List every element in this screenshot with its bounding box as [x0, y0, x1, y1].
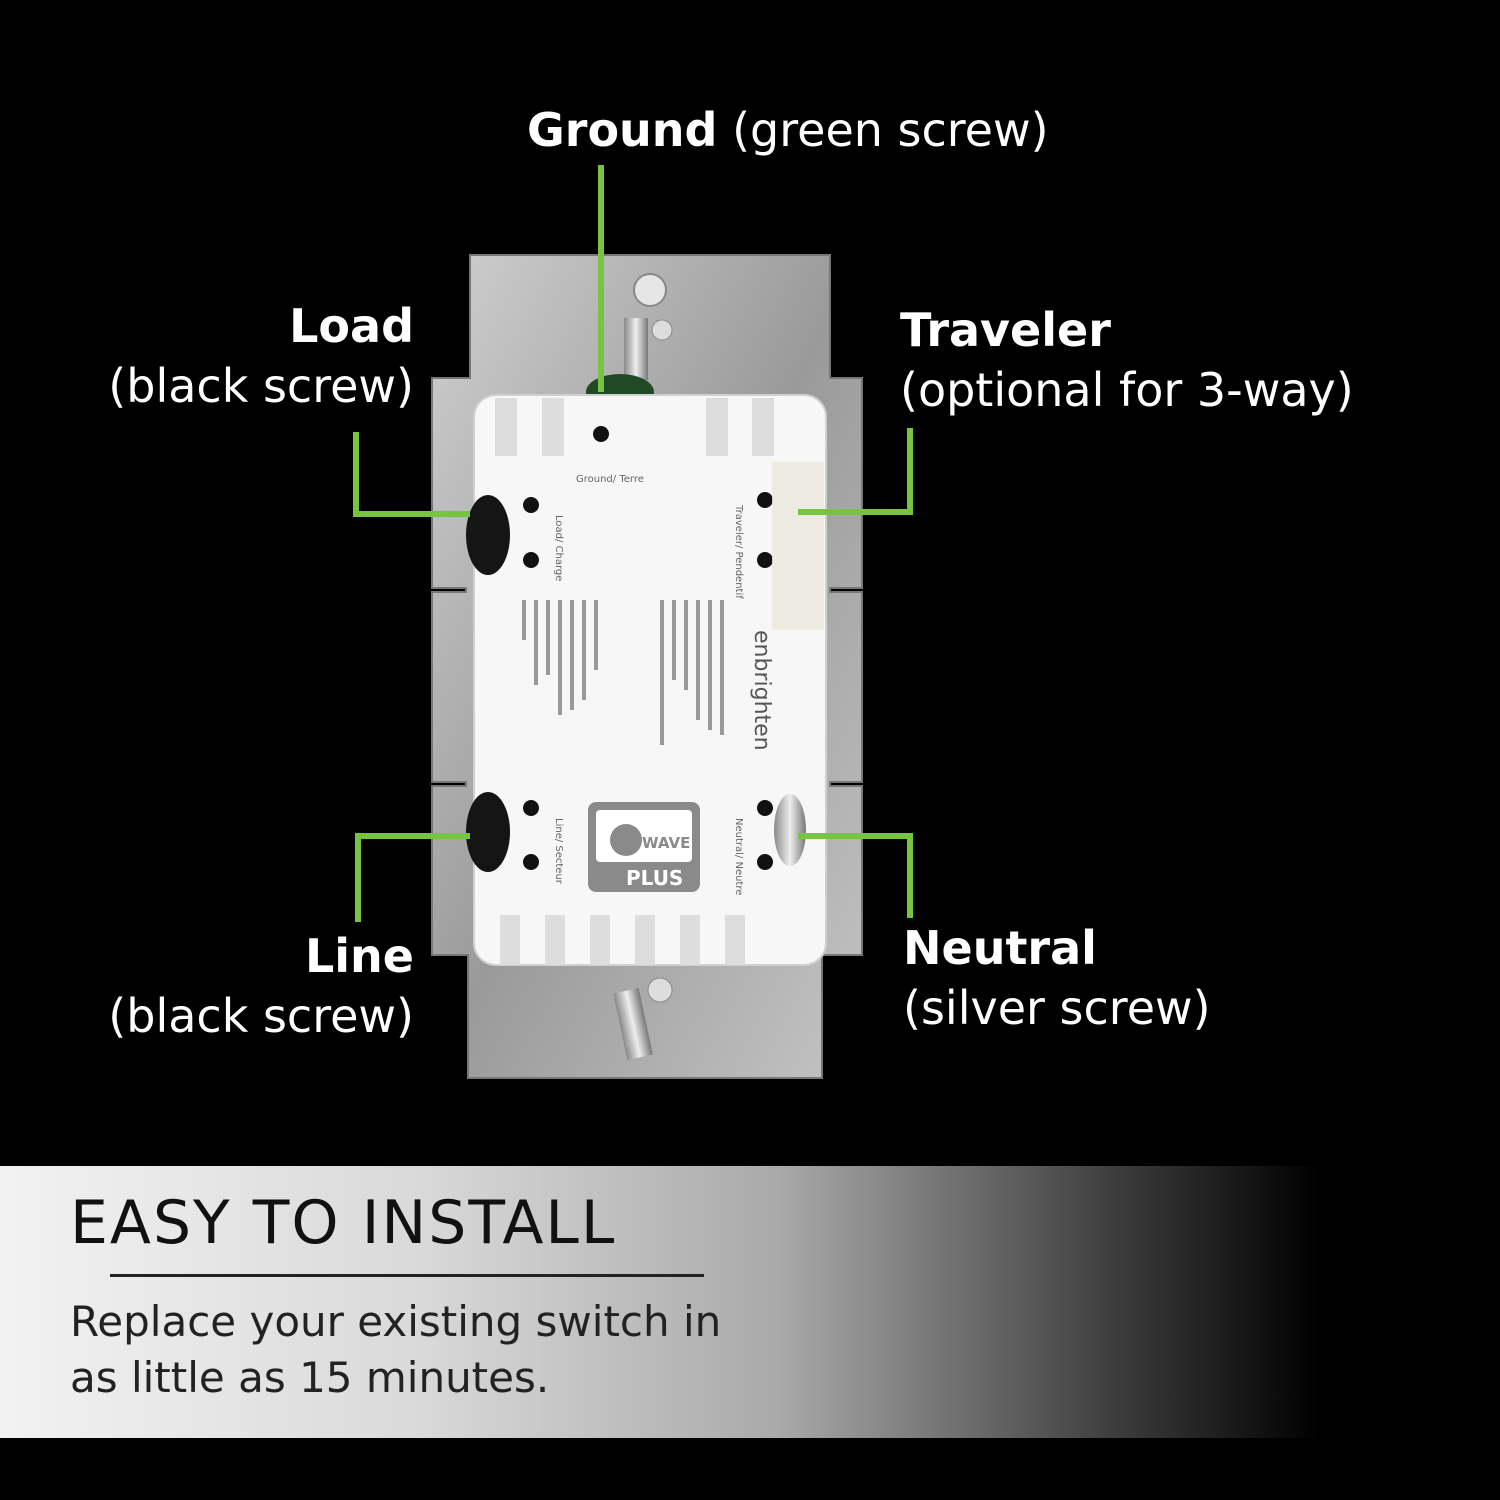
- terminal-holes: [523, 426, 773, 870]
- traveler-detail: (optional for 3-way): [900, 363, 1354, 417]
- neutral-callout-line: [798, 833, 913, 918]
- ground-label: Ground (green screw): [527, 100, 1049, 160]
- ground-title: Ground: [527, 103, 718, 157]
- device-fine-print: [522, 600, 724, 745]
- zwave-badge: WAVE PLUS: [588, 802, 700, 892]
- plate-hole: [651, 319, 673, 341]
- load-screw: [466, 495, 510, 575]
- load-detail: (black screw): [108, 359, 414, 413]
- line-title: Line: [304, 929, 414, 983]
- callout-lines: [353, 165, 913, 922]
- load-callout-line: [353, 432, 470, 517]
- neutral-detail: (silver screw): [903, 981, 1211, 1035]
- bottom-mount-screw: [613, 988, 653, 1060]
- traveler-label: Traveler (optional for 3-way): [900, 300, 1354, 420]
- terminal-neutral-label: Neutral/ Neutre: [733, 818, 744, 895]
- banner-heading: EASY TO INSTALL: [70, 1188, 617, 1258]
- top-vents: [495, 398, 774, 456]
- terminal-traveler-label: Traveler/ Pendentif: [733, 504, 744, 599]
- neutral-label: Neutral (silver screw): [903, 918, 1211, 1038]
- load-title: Load: [289, 299, 414, 353]
- traveler-tape: [772, 462, 824, 630]
- traveler-title: Traveler: [900, 303, 1111, 357]
- line-screw: [466, 792, 510, 872]
- ground-detail: (green screw): [732, 103, 1049, 157]
- terminal-load-label: Load/ Charge: [553, 515, 564, 581]
- banner-body: Replace your existing switch in as littl…: [70, 1297, 722, 1402]
- top-mount-screw: [624, 318, 648, 380]
- banner-divider: [110, 1274, 704, 1277]
- line-detail: (black screw): [108, 989, 414, 1043]
- line-label: Line (black screw): [108, 926, 414, 1046]
- terminal-ground-label: Ground/ Terre: [576, 474, 644, 485]
- load-label: Load (black screw): [108, 296, 414, 416]
- traveler-callout-line: [798, 428, 913, 515]
- terminal-line-label: Line/ Secteur: [553, 818, 564, 885]
- line-callout-line: [355, 833, 470, 922]
- plate-hole: [647, 977, 673, 1003]
- neutral-screw: [774, 794, 806, 866]
- badge-top: WAVE: [642, 834, 690, 852]
- bottom-vents: [500, 915, 745, 965]
- install-banner: EASY TO INSTALL Replace your existing sw…: [0, 1166, 1500, 1438]
- plate-hole: [633, 273, 667, 307]
- brand-logo: enbrighten: [749, 630, 774, 751]
- badge-bottom: PLUS: [626, 866, 683, 890]
- neutral-title: Neutral: [903, 921, 1097, 975]
